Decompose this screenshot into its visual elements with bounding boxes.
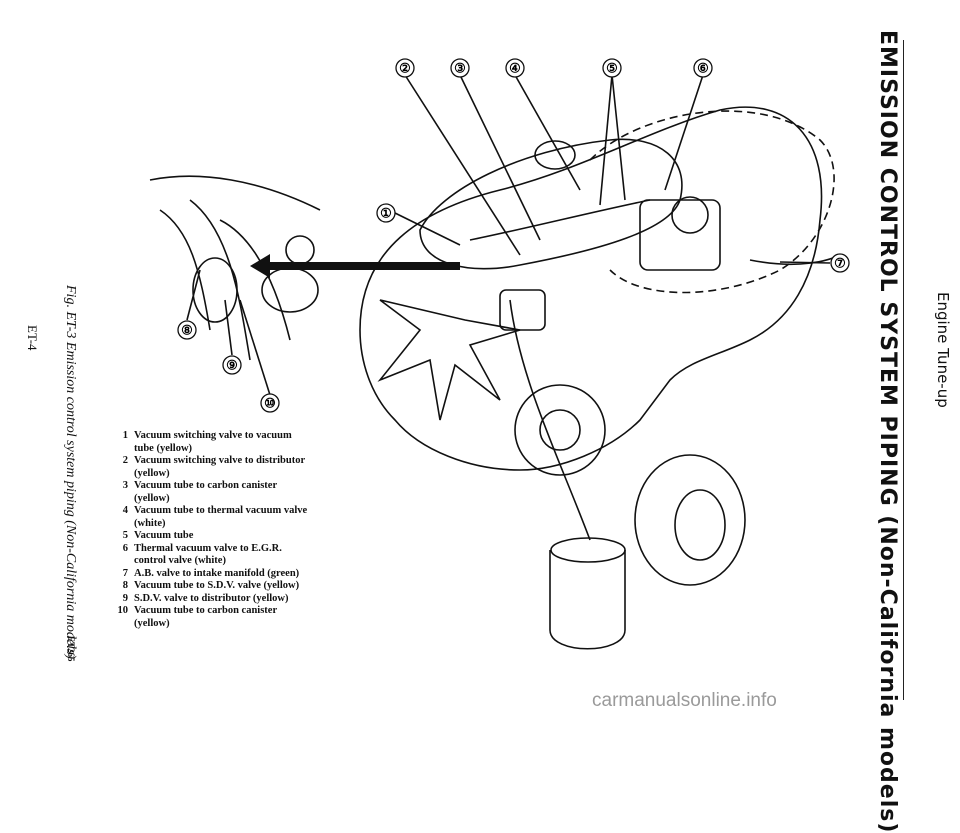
leader-6 — [664, 74, 704, 191]
oil-filler-cap — [534, 140, 576, 170]
inset-bolt — [285, 235, 315, 265]
air-cleaner-outline — [589, 110, 835, 294]
figure-caption: Fig. ET-3 Emission control system piping… — [63, 285, 78, 660]
leader-9 — [224, 299, 233, 356]
svg-text:⑧: ⑧ — [181, 323, 193, 338]
crank-pulley-hub — [674, 489, 726, 561]
page: EMISSION CONTROL SYSTEM PIPING (Non-Cali… — [25, 30, 952, 833]
inset-hose-a — [159, 209, 211, 331]
svg-text:⑤: ⑤ — [606, 61, 618, 76]
svg-text:④: ④ — [509, 61, 521, 76]
callout-10: ⑩ — [260, 393, 280, 413]
leader-2 — [404, 74, 521, 256]
svg-text:⑦: ⑦ — [834, 256, 846, 271]
leader-3 — [459, 74, 541, 241]
callout-5: ⑤ — [602, 58, 622, 78]
leader-7 — [779, 261, 831, 264]
callout-7: ⑦ — [830, 253, 850, 273]
alternator-hub — [539, 409, 581, 451]
callout-6: ⑥ — [693, 58, 713, 78]
callout-9: ⑨ — [222, 355, 242, 375]
leader-5a — [599, 74, 613, 206]
callout-4: ④ — [505, 58, 525, 78]
leader-5b — [611, 74, 626, 201]
svg-text:③: ③ — [454, 61, 466, 76]
crank-pulley — [634, 454, 746, 586]
leader-1 — [394, 212, 461, 246]
cooling-fan — [377, 299, 521, 421]
carbon-canister — [549, 550, 626, 650]
alternator-pulley — [514, 384, 606, 476]
svg-text:⑩: ⑩ — [264, 396, 276, 411]
callout-3: ③ — [450, 58, 470, 78]
svg-text:⑥: ⑥ — [697, 61, 709, 76]
callouts: ② ③ ④ ⑤ ⑥ ① ⑦ — [177, 58, 850, 413]
inset-hose-c — [219, 219, 291, 341]
inset-fitting — [261, 267, 319, 313]
leader-10 — [239, 299, 271, 396]
vacuum-tube-canister — [509, 299, 591, 541]
detail-arrow — [250, 254, 460, 278]
callout-8: ⑧ — [177, 320, 197, 340]
watermark: carmanualsonline.info — [592, 690, 777, 711]
callout-1: ① — [376, 203, 396, 223]
engine-outline — [359, 106, 823, 471]
leader-4 — [514, 74, 581, 191]
distributor — [499, 289, 546, 331]
callout-2: ② — [395, 58, 415, 78]
inset-hose-b — [189, 199, 251, 361]
inset-sdv-valve — [192, 257, 238, 323]
figure-code: ET265 — [66, 636, 76, 662]
carburetor-top — [671, 196, 709, 234]
svg-text:⑨: ⑨ — [226, 358, 238, 373]
inset-edge-top — [149, 175, 321, 211]
carbon-canister-top — [550, 537, 626, 563]
svg-text:①: ① — [380, 206, 392, 221]
vacuum-tube-main — [469, 199, 651, 241]
svg-text:②: ② — [399, 61, 411, 76]
leader-8 — [186, 269, 201, 321]
header-rule — [903, 40, 904, 700]
engine-diagram: ② ③ ④ ⑤ ⑥ ① ⑦ — [149, 58, 850, 650]
page-number: ET-4 — [25, 325, 40, 351]
